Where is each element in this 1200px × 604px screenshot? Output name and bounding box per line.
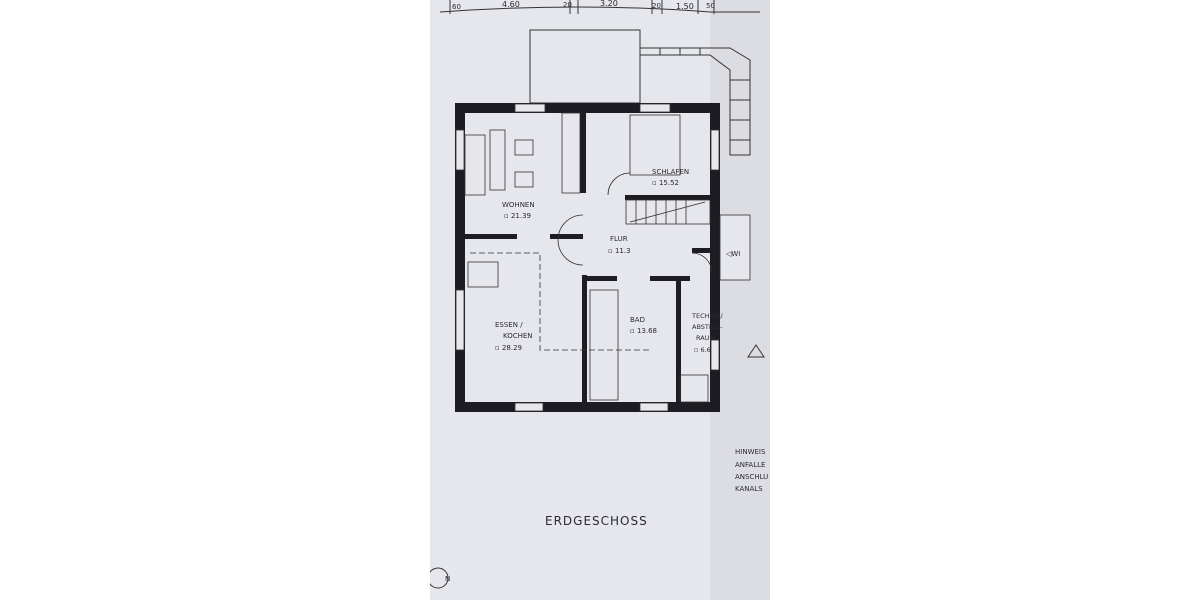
room-essen-kochen: ESSEN / KOCHEN ▫ 28.29 — [495, 321, 533, 352]
svg-text:TECHNIK/: TECHNIK/ — [691, 312, 724, 320]
wi-label: ◁WI — [726, 250, 740, 258]
dim-label: 20 — [563, 1, 572, 9]
dim-label: 1.50 — [676, 2, 694, 11]
svg-text:WOHNEN: WOHNEN — [502, 201, 535, 209]
room-bad: BAD ▫ 13.68 — [630, 316, 657, 335]
dim-label: 4.60 — [502, 0, 520, 9]
windows — [455, 103, 751, 412]
interior-walls — [465, 113, 710, 412]
stairs — [625, 199, 711, 225]
svg-text:▫ 11.3: ▫ 11.3 — [608, 247, 631, 255]
floor-title: ERDGESCHOSS — [545, 514, 648, 528]
notes: HINWEIS ANFALLE ANSCHLU KANALS — [735, 448, 768, 493]
svg-text:ANSCHLU: ANSCHLU — [735, 473, 768, 481]
svg-text:ANFALLE: ANFALLE — [735, 461, 765, 469]
svg-text:▫ 21.39: ▫ 21.39 — [504, 212, 531, 220]
svg-text:ESSEN /: ESSEN / — [495, 321, 523, 329]
room-technik: TECHNIK/ ABSTELL- RAUM ▫ 6.6 — [691, 312, 724, 354]
dim-label: 60 — [452, 3, 461, 11]
dim-label: 20 — [652, 2, 661, 10]
svg-text:FLUR: FLUR — [610, 235, 628, 243]
dim-label: 3.20 — [600, 0, 618, 8]
svg-text:ABSTELL-: ABSTELL- — [692, 323, 723, 331]
dimension-line — [439, 0, 760, 14]
svg-text:▫ 13.68: ▫ 13.68 — [630, 327, 657, 335]
outside-stairs — [640, 47, 751, 156]
svg-text:SCHLAFEN: SCHLAFEN — [652, 168, 689, 176]
svg-text:▫ 28.29: ▫ 28.29 — [495, 344, 522, 352]
svg-text:HINWEIS: HINWEIS — [735, 448, 766, 456]
svg-text:BAD: BAD — [630, 316, 645, 324]
room-wohnen: WOHNEN ▫ 21.39 — [502, 201, 535, 220]
exterior-walls — [455, 103, 720, 412]
furniture — [464, 112, 713, 403]
svg-text:KOCHEN: KOCHEN — [503, 332, 533, 340]
svg-text:▫ 15.52: ▫ 15.52 — [652, 179, 679, 187]
floor-plan: 60 4.60 20 3.20 20 1.50 50 — [427, 0, 770, 600]
dim-label: 50 — [706, 2, 715, 10]
room-schlafen: SCHLAFEN ▫ 15.52 — [652, 168, 689, 187]
svg-text:▫ 6.6: ▫ 6.6 — [694, 346, 711, 354]
floor-plan-drawing: 60 4.60 20 3.20 20 1.50 50 — [427, 0, 770, 600]
svg-text:KANALS: KANALS — [735, 485, 763, 493]
room-flur: FLUR ▫ 11.3 — [608, 235, 631, 255]
svg-text:RAUM: RAUM — [696, 334, 715, 342]
svg-text:N: N — [445, 575, 450, 583]
section-marker-icon — [747, 344, 765, 358]
